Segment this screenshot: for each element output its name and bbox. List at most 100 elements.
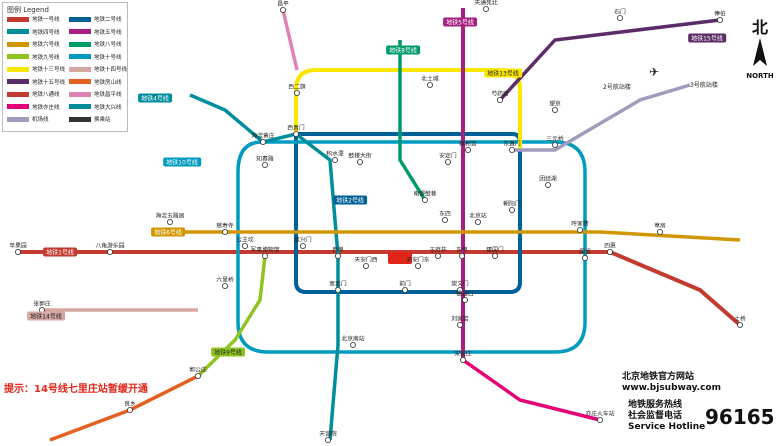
station-label[interactable]: 国贸	[579, 249, 591, 256]
station-dot[interactable]	[474, 218, 481, 225]
station-dot[interactable]	[737, 321, 744, 328]
station-dot[interactable]	[293, 90, 300, 97]
station-label[interactable]: 磁器口	[456, 291, 474, 298]
station-dot[interactable]	[107, 248, 114, 255]
station-dot[interactable]	[401, 286, 408, 293]
website-url[interactable]: www.bjsubway.com	[622, 383, 721, 393]
station-dot[interactable]	[426, 82, 433, 89]
station-dot[interactable]	[241, 242, 248, 249]
station-dot[interactable]	[221, 282, 228, 289]
station-label[interactable]: 宣武门	[329, 281, 347, 288]
station-label[interactable]: 芍药居	[491, 91, 509, 98]
station-label[interactable]: 军事博物馆	[250, 247, 280, 254]
station-label[interactable]: 天安门东	[406, 257, 430, 264]
station-label[interactable]: 望京	[549, 101, 561, 108]
station-label[interactable]: 刘家窑	[451, 316, 469, 323]
station-label[interactable]: 北土城	[421, 76, 439, 83]
station-dot[interactable]	[607, 248, 614, 255]
station-dot[interactable]	[508, 206, 515, 213]
station-label[interactable]: 建国门	[486, 247, 504, 254]
station-dot[interactable]	[657, 228, 664, 235]
station-label[interactable]: 王府井	[429, 247, 447, 254]
station-dot[interactable]	[292, 130, 299, 137]
station-label[interactable]: 海淀五路居	[155, 213, 185, 220]
station-dot[interactable]	[617, 14, 624, 21]
station-label[interactable]: 四惠	[604, 243, 616, 250]
station-dot[interactable]	[552, 107, 559, 114]
station-label[interactable]: 张郭庄	[33, 301, 51, 308]
station-dot[interactable]	[261, 161, 268, 168]
station-label[interactable]: 朝阳门	[503, 201, 521, 208]
station-dot[interactable]	[461, 296, 468, 303]
station-label[interactable]: 郭公庄	[189, 367, 207, 374]
station-dot[interactable]	[552, 141, 559, 148]
station-label[interactable]: 慈寿寺	[216, 223, 234, 230]
station-dot[interactable]	[491, 252, 498, 259]
station-label[interactable]: 三元桥	[546, 136, 564, 143]
station-dot[interactable]	[259, 138, 266, 145]
station-label[interactable]: 俸伯	[714, 11, 726, 18]
station-dot[interactable]	[166, 218, 173, 225]
station-label[interactable]: 东单	[456, 247, 468, 254]
station-label[interactable]: 昌平	[277, 1, 289, 8]
station-label[interactable]: 崇文门	[451, 281, 469, 288]
station-label[interactable]: 安定门	[439, 153, 457, 160]
station-label[interactable]: 海淀黄庄	[251, 133, 275, 140]
station-dot[interactable]	[334, 252, 341, 259]
station-label[interactable]: 亦庄火车站	[585, 411, 615, 418]
station-label[interactable]: 东四	[439, 211, 451, 218]
station-label[interactable]: 北京南站	[341, 336, 365, 343]
station-dot[interactable]	[597, 416, 604, 423]
station-dot[interactable]	[194, 372, 201, 379]
station-label[interactable]: 天通苑北	[474, 0, 498, 7]
station-dot[interactable]	[508, 146, 515, 153]
station-label[interactable]: 天宫院	[319, 431, 337, 438]
station-label[interactable]: 天安门西	[354, 257, 378, 264]
station-label[interactable]: 公主坟	[236, 237, 254, 244]
station-dot[interactable]	[279, 7, 286, 13]
station-label[interactable]: 西二旗	[288, 84, 306, 91]
station-dot[interactable]	[324, 436, 331, 443]
station-dot[interactable]	[299, 242, 306, 249]
station-label[interactable]: 八角游乐园	[95, 243, 125, 250]
station-dot[interactable]	[444, 158, 451, 165]
station-dot[interactable]	[496, 97, 503, 104]
station-label[interactable]: 知春路	[256, 156, 274, 163]
station-label[interactable]: 积水潭	[326, 151, 344, 158]
station-dot[interactable]	[434, 252, 441, 259]
station-dot[interactable]	[334, 286, 341, 293]
station-label[interactable]: 东直门	[503, 141, 521, 148]
station-dot[interactable]	[456, 286, 463, 293]
station-dot[interactable]	[459, 356, 466, 363]
station-label[interactable]: 西单	[332, 247, 344, 254]
station-dot[interactable]	[577, 226, 584, 233]
station-label[interactable]: 草房	[654, 223, 666, 230]
station-dot[interactable]	[261, 252, 268, 259]
station-dot[interactable]	[349, 341, 356, 348]
station-label[interactable]: 苹果园	[9, 243, 27, 250]
station-dot[interactable]	[464, 146, 471, 153]
station-label[interactable]: 北京站	[469, 213, 487, 220]
station-label[interactable]: 土桥	[734, 316, 746, 323]
station-dot[interactable]	[421, 196, 428, 203]
station-label[interactable]: 石门	[614, 9, 626, 16]
station-label[interactable]: 鼓楼大街	[348, 153, 372, 160]
station-dot[interactable]	[545, 181, 552, 188]
station-dot[interactable]	[362, 262, 369, 269]
station-label[interactable]: 呼家楼	[571, 221, 589, 228]
station-dot[interactable]	[221, 228, 228, 235]
station-label[interactable]: 团结湖	[539, 176, 557, 183]
station-label[interactable]: 南锣鼓巷	[413, 191, 437, 198]
station-label[interactable]: 前门	[399, 281, 411, 288]
station-dot[interactable]	[331, 156, 338, 163]
station-label[interactable]: 复兴门	[294, 237, 312, 244]
station-dot[interactable]	[582, 254, 589, 261]
station-label[interactable]: 宋家庄	[454, 351, 472, 358]
station-label[interactable]: 良乡	[124, 401, 136, 408]
station-label[interactable]: 雍和宫	[459, 141, 477, 148]
station-dot[interactable]	[356, 158, 363, 165]
station-dot[interactable]	[441, 216, 448, 223]
station-dot[interactable]	[456, 321, 463, 328]
station-label[interactable]: 六里桥	[216, 277, 234, 284]
station-dot[interactable]	[14, 248, 21, 255]
